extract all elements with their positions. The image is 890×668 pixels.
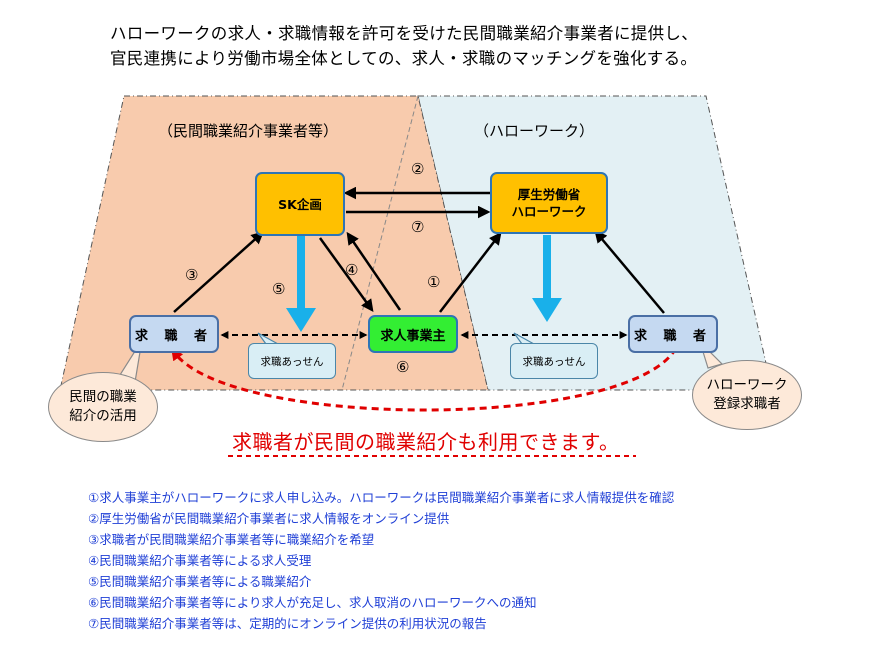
- hellowork-zone-label: （ハローワーク）: [474, 122, 595, 140]
- legend-item-6: ⑥民間職業紹介事業者等により求人が充足し、求人取消のハローワークへの通知: [88, 595, 537, 610]
- seeker-left-node: 求 職 者: [129, 315, 219, 353]
- employer-label: 求人事業主: [380, 328, 446, 344]
- arrow-seeker-right: [594, 230, 665, 314]
- legend-item-5: ⑤民間職業紹介事業者等による職業紹介: [88, 574, 312, 589]
- private-zone-label: （民間職業紹介事業者等）: [158, 122, 339, 140]
- step-number-3: ③: [185, 266, 199, 284]
- seeker-left-label: 求 職 者: [134, 328, 214, 344]
- bubble-right: ハローワーク 登録求職者: [692, 360, 802, 430]
- callout-right-label: 求職あっせん: [522, 355, 586, 368]
- bubble-right-line1: ハローワーク: [706, 377, 788, 393]
- step-number-7: ⑦: [411, 218, 425, 236]
- legend-item-2: ②厚生労働省が民間職業紹介事業者に求人情報をオンライン提供: [88, 511, 450, 526]
- main-message: 求職者が民間の職業紹介も利用できます。: [232, 430, 620, 454]
- seeker-right-label: 求 職 者: [633, 328, 713, 344]
- step-number-2: ②: [411, 160, 425, 178]
- red-curve-arrow: [171, 347, 678, 412]
- bubble-left-line1: 民間の職業: [69, 389, 137, 405]
- arrow-1: [439, 232, 502, 313]
- mhlw-node-line1: 厚生労働省: [517, 187, 581, 202]
- step-number-4: ④: [345, 261, 359, 279]
- blue-arrow-left-head: [286, 308, 316, 332]
- callout-left: 求職あっせん: [248, 343, 336, 379]
- mhlw-node: 厚生労働省 ハローワーク: [490, 172, 608, 234]
- step-number-6: ⑥: [396, 358, 410, 376]
- callout-right: 求職あっせん: [510, 343, 598, 379]
- step-number-1: ①: [427, 273, 441, 291]
- title-line-1: ハローワークの求人・求職情報を許可を受けた民間職業紹介事業者に提供し、: [110, 24, 698, 43]
- legend-item-4: ④民間職業紹介事業者等による求人受理: [88, 553, 312, 568]
- legend-item-3: ③求職者が民間職業紹介事業者等に職業紹介を希望: [88, 532, 375, 547]
- legend-item-1: ①求人事業主がハローワークに求人申し込み。ハローワークは民間職業紹介事業者に求人…: [88, 490, 675, 505]
- bubble-left: 民間の職業 紹介の活用: [48, 372, 158, 442]
- employer-node: 求人事業主: [368, 315, 458, 353]
- blue-arrow-right-head: [532, 298, 562, 322]
- title-line-2: 官民連携により労働市場全体としての、求人・求職のマッチングを強化する。: [110, 49, 698, 68]
- seeker-right-node: 求 職 者: [628, 315, 718, 353]
- mhlw-node-line2: ハローワーク: [511, 204, 587, 219]
- sk-node-label: SK企画: [278, 196, 322, 212]
- legend-item-7: ⑦民間職業紹介事業者等は、定期的にオンライン提供の利用状況の報告: [88, 616, 487, 631]
- step-number-5: ⑤: [272, 280, 286, 298]
- arrow-4-down: [318, 237, 374, 313]
- sk-node: SK企画: [255, 172, 345, 236]
- arrow-3: [173, 231, 264, 313]
- bubble-left-line2: 紹介の活用: [69, 408, 137, 424]
- bubble-right-line2: 登録求職者: [713, 396, 781, 412]
- arrow-6-up: [346, 231, 402, 311]
- callout-left-label: 求職あっせん: [260, 355, 324, 368]
